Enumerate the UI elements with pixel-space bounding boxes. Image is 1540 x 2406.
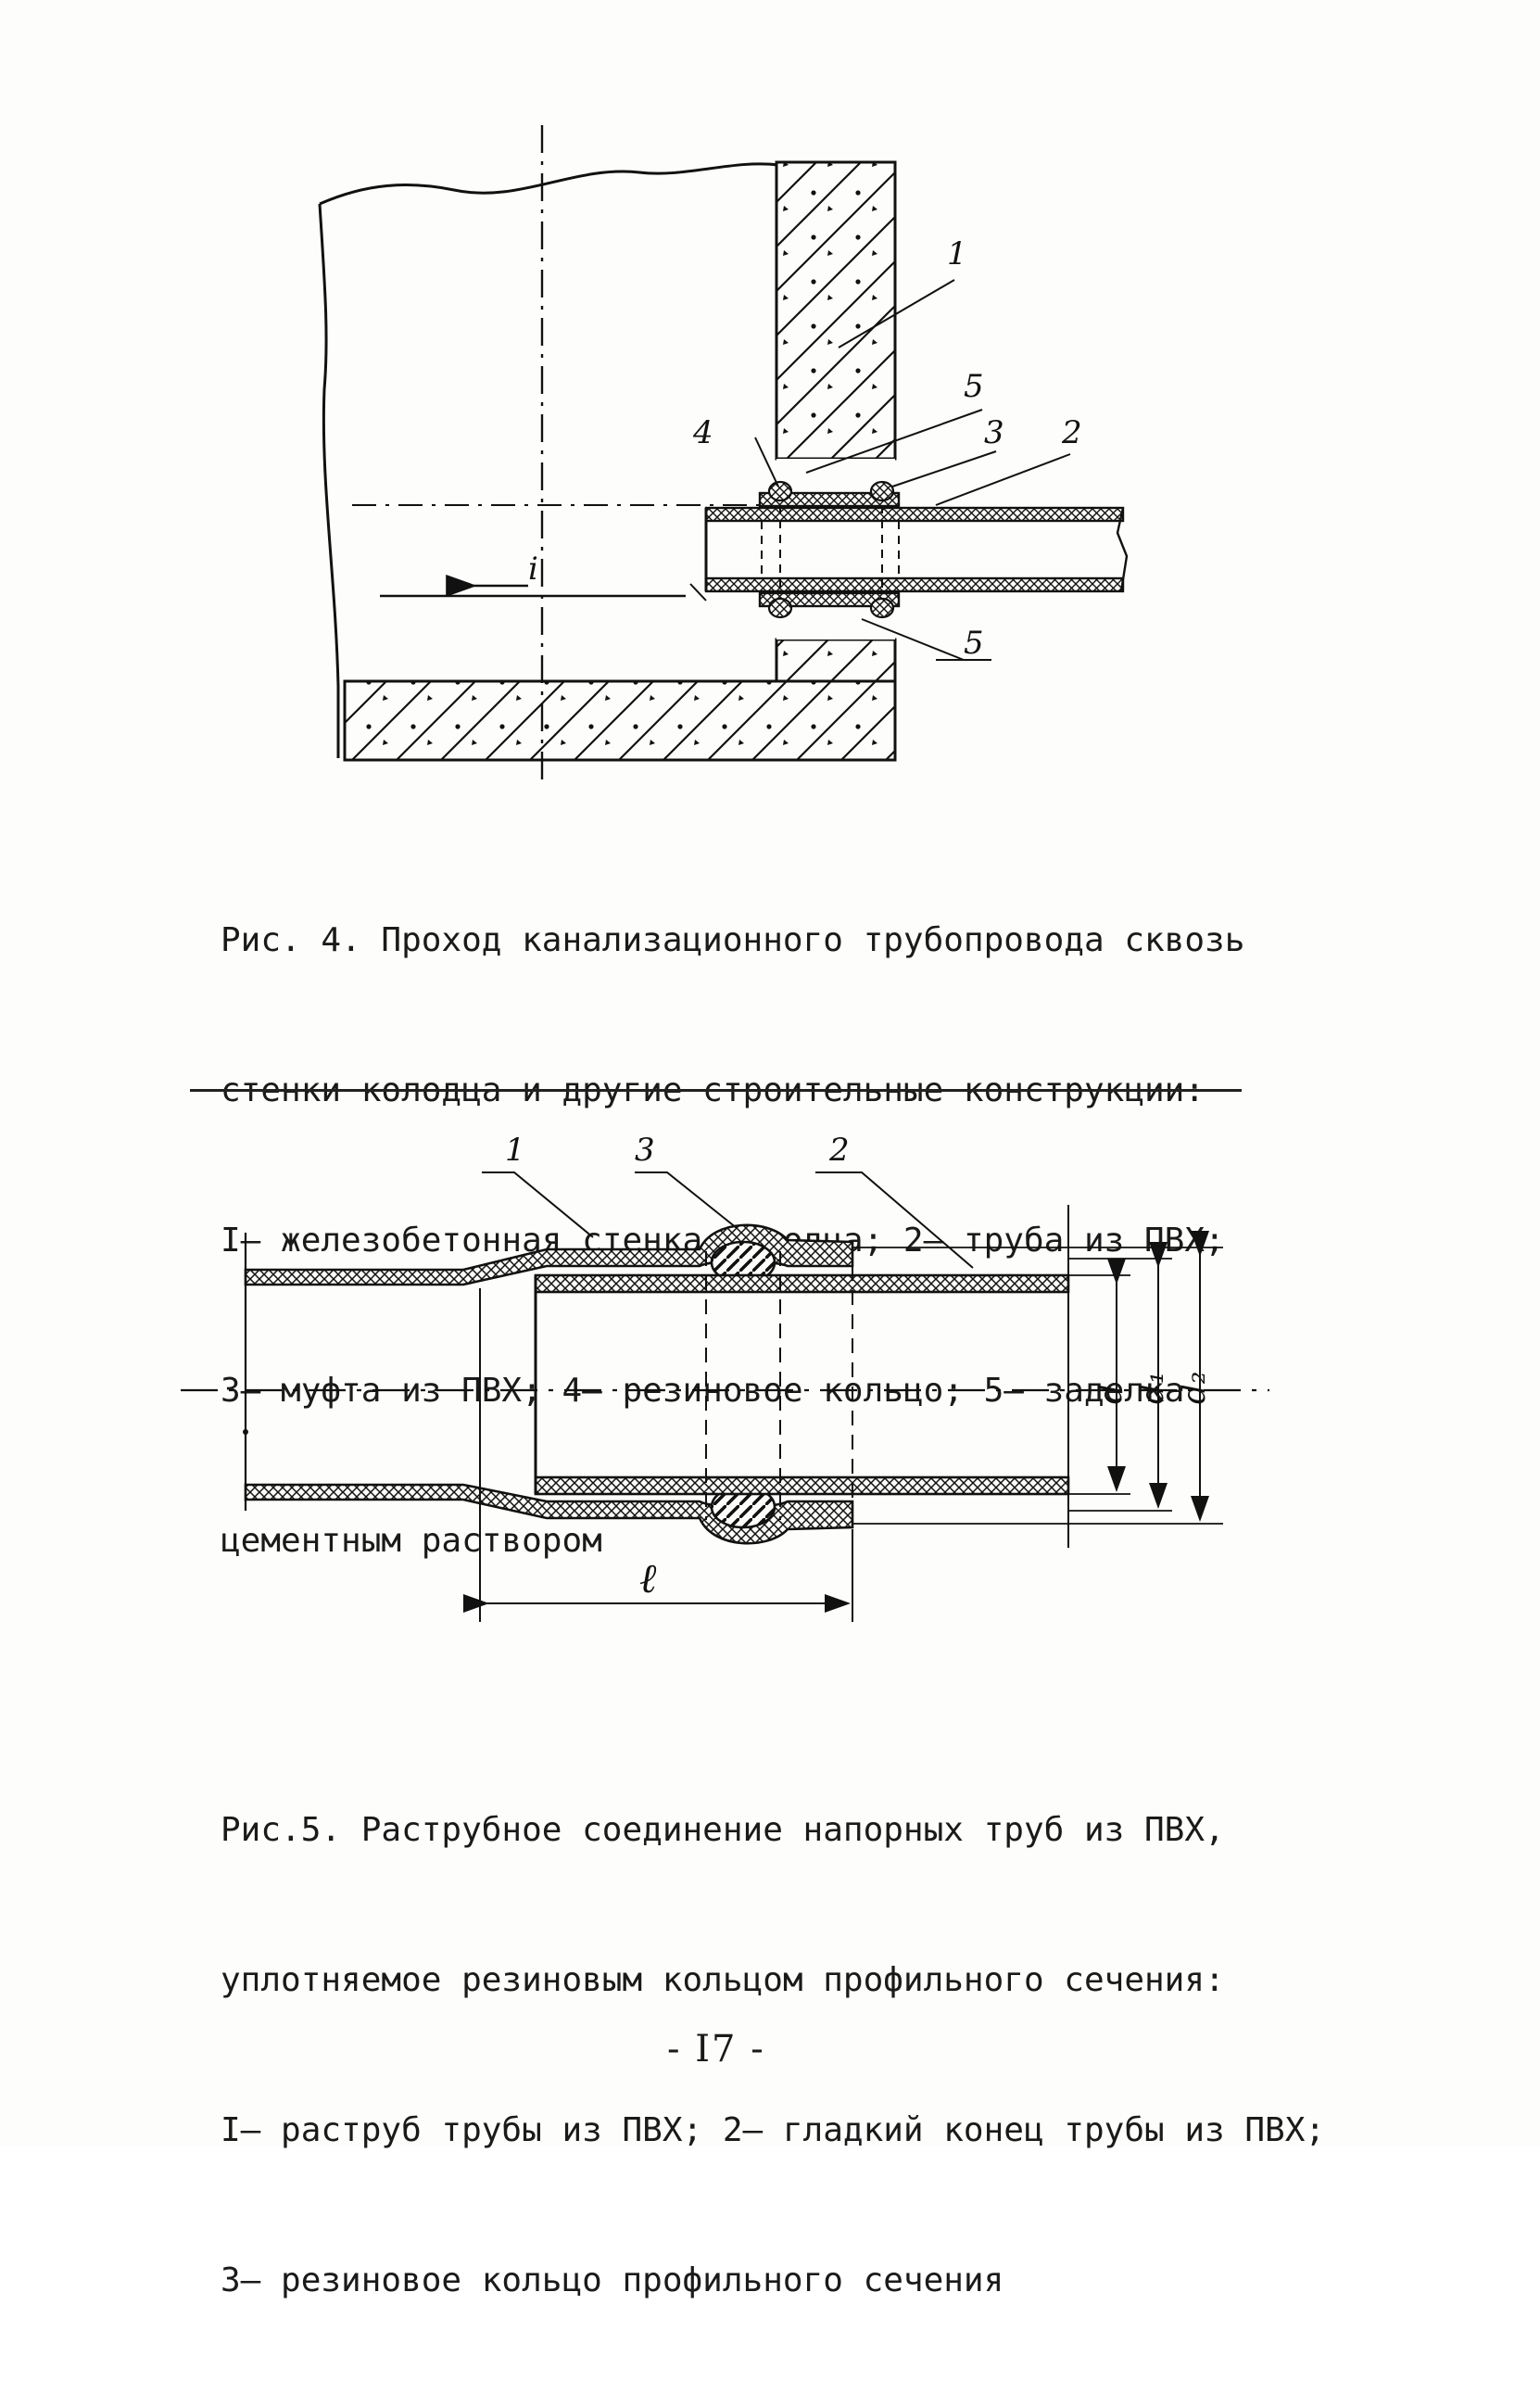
spigot-pipe [534, 1273, 1070, 1294]
document-page: i 1 5 4 3 2 5 Рис. 4. Прох [181, 125, 1326, 2299]
slope-label: i [528, 551, 538, 588]
label-socket: 1 [505, 1132, 525, 1169]
socket-pipe [244, 1223, 854, 1286]
label-ring-5: 3 [635, 1132, 655, 1169]
label-d: d [1092, 1384, 1130, 1404]
figure-4-drawing: i 1 5 4 3 2 5 [318, 125, 1129, 783]
pvc-pipe [704, 506, 1125, 523]
label-d1: d₁ [1134, 1372, 1171, 1404]
shaft-break-line [319, 162, 779, 206]
shaft-floor [343, 679, 897, 762]
label-mortar-top: 5 [964, 368, 984, 405]
caption-line: Рис.5. Раструбное соединение напорных тр… [221, 1811, 1225, 1849]
page-number: - I7 - [667, 2028, 765, 2070]
caption-line: I– раструб трубы из ПВХ; 2– гладкий коне… [221, 2111, 1326, 2149]
label-ring: 4 [692, 414, 713, 451]
label-pipe: 2 [1061, 414, 1082, 451]
label-coupling: 3 [984, 414, 1004, 451]
rubber-ring [767, 480, 793, 502]
caption-line: уплотняемое резиновым кольцом профильног… [221, 1961, 1225, 1999]
label-d2: d₂ [1176, 1372, 1213, 1404]
label-wall: 1 [947, 235, 967, 272]
label-mortar-bottom: 5 [964, 625, 984, 662]
figure-5-caption: Рис.5. Раструбное соединение напорных тр… [221, 1705, 1325, 2406]
caption-line: Рис. 4. Проход канализационного трубопро… [221, 921, 1245, 959]
caption-line: цементным раствором [221, 1522, 602, 1560]
label-spigot: 2 [828, 1132, 850, 1169]
pvc-coupling [758, 491, 901, 508]
section-divider [190, 1089, 1242, 1092]
figure-4-caption: Рис. 4. Проход канализационного трубопро… [221, 816, 1244, 1666]
figure-5-drawing: d d₁ d₂ ℓ 1 3 2 [181, 1132, 1269, 1622]
caption-line: 3– резиновое кольцо профильного сечения [221, 2261, 1004, 2299]
label-length: ℓ [639, 1555, 657, 1602]
shaft-wall [775, 160, 897, 461]
